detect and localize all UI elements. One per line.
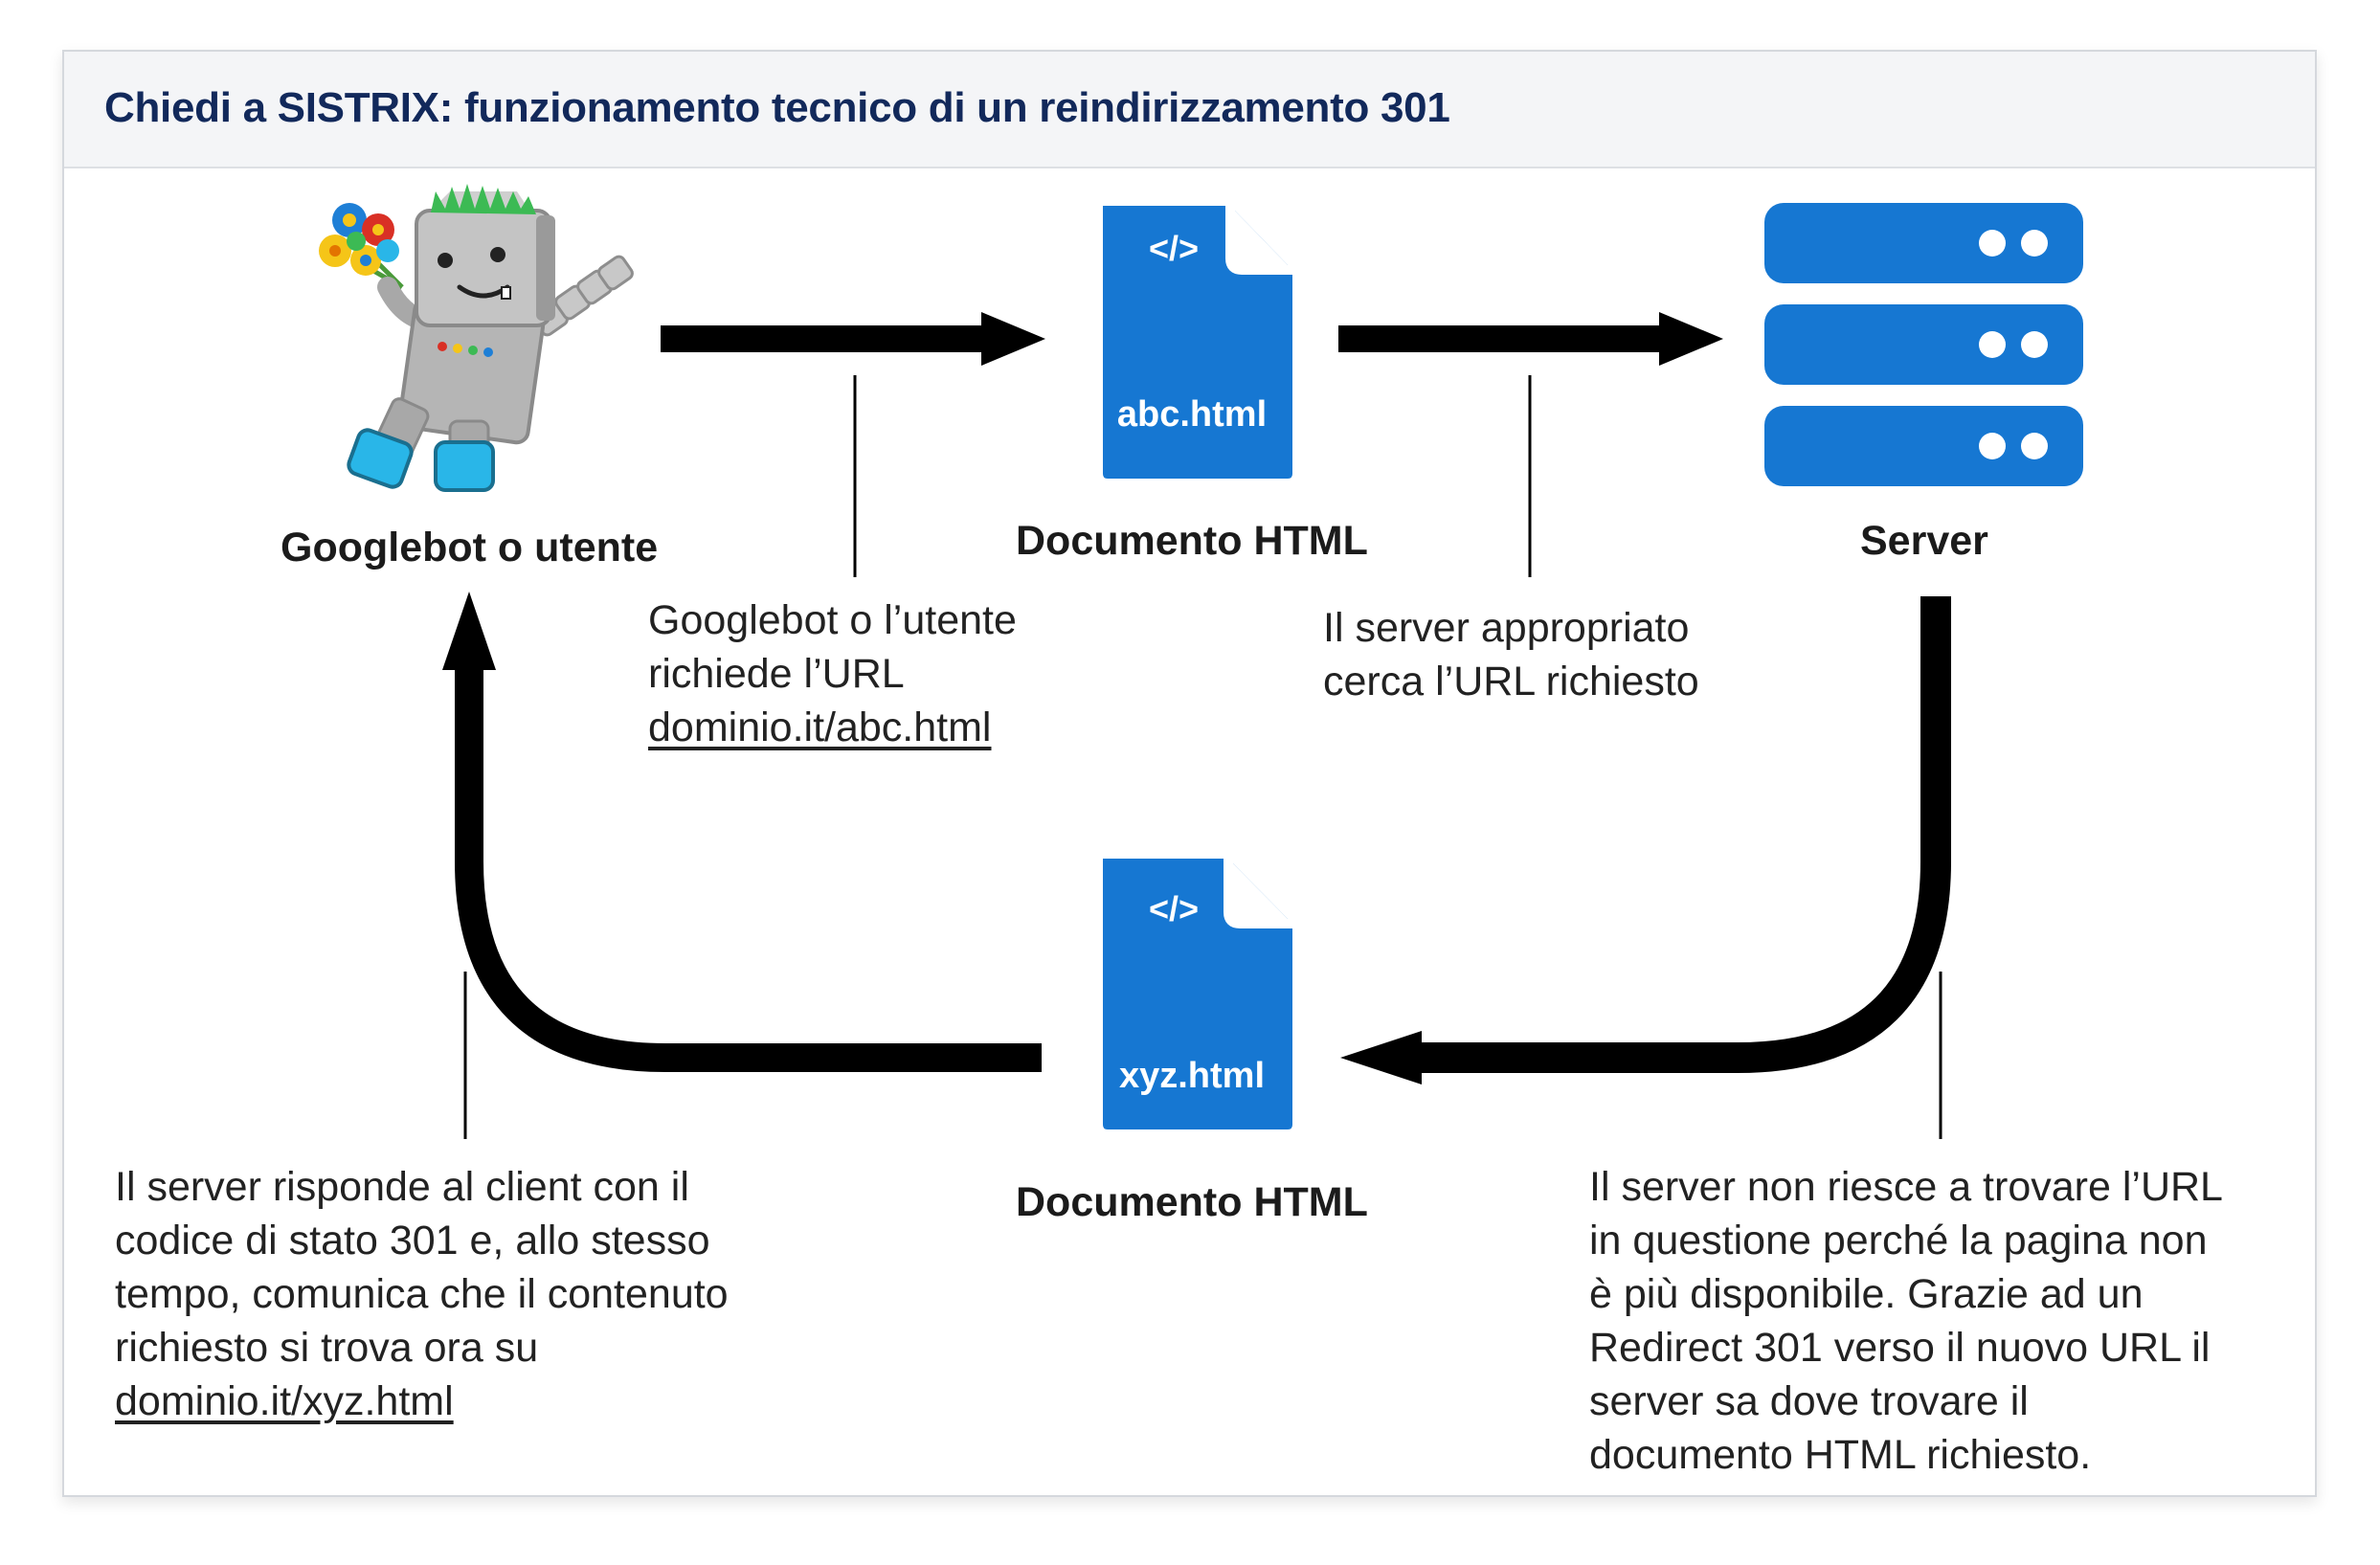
- desc-response-line: codice di stato 301 e, allo stesso: [115, 1218, 710, 1263]
- html-file-icon: [1103, 206, 1292, 479]
- desc-not-found-line: Il server non riesce a trovare l’URL: [1589, 1164, 2223, 1210]
- server-rack-icon: [1764, 203, 2083, 486]
- desc-request-line: richiede l’URL: [648, 651, 905, 697]
- desc-response: Il server risponde al client con il codi…: [115, 1160, 729, 1428]
- desc-response-line: richiesto si trova ora su: [115, 1325, 539, 1371]
- code-symbol-bottom: </>: [1149, 889, 1199, 928]
- card-title: Chiedi a SISTRIX: funzionamento tecnico …: [104, 84, 1450, 131]
- arrow-lookup: [1338, 312, 1723, 366]
- googlebot-robot-icon: [319, 184, 634, 492]
- desc-not-found: Il server non riesce a trovare l’URL in …: [1589, 1160, 2223, 1482]
- desc-not-found-line: documento HTML richiesto.: [1589, 1432, 2092, 1478]
- label-doc-top: Documento HTML: [1016, 518, 1368, 564]
- desc-response-line: tempo, comunica che il contenuto: [115, 1271, 729, 1317]
- desc-lookup-line: Il server appropriato: [1323, 605, 1690, 651]
- url-abc-link: dominio.it/abc.html: [648, 704, 992, 750]
- label-doc-bottom: Documento HTML: [1016, 1179, 1368, 1225]
- desc-not-found-line: server sa dove trovare il: [1589, 1378, 2029, 1424]
- desc-not-found-line: Redirect 301 verso il nuovo URL il: [1589, 1325, 2211, 1371]
- arrow-request: [661, 312, 1045, 366]
- arrow-server-to-doc: [1340, 596, 1951, 1084]
- card-header: Chiedi a SISTRIX: funzionamento tecnico …: [64, 52, 2315, 168]
- label-googlebot: Googlebot o utente: [281, 525, 659, 570]
- desc-request-line: Googlebot o l’utente: [648, 597, 1017, 643]
- html-file-icon-bottom: [1103, 859, 1292, 1129]
- desc-request: Googlebot o l’utente richiede l’URL domi…: [648, 593, 1017, 754]
- url-xyz-link: dominio.it/xyz.html: [115, 1378, 454, 1424]
- arrow-doc-to-googlebot: [442, 592, 1042, 1072]
- flower-bouquet-icon: [319, 203, 404, 290]
- desc-lookup: Il server appropriato cerca l’URL richie…: [1323, 601, 1699, 708]
- desc-response-line: Il server risponde al client con il: [115, 1164, 689, 1210]
- desc-not-found-line: è più disponibile. Grazie ad un: [1589, 1271, 2144, 1317]
- label-server: Server: [1860, 518, 1988, 564]
- file-name-xyz: xyz.html: [1119, 1056, 1265, 1096]
- code-symbol: </>: [1149, 229, 1199, 268]
- file-name-abc: abc.html: [1117, 394, 1267, 435]
- desc-lookup-line: cerca l’URL richiesto: [1323, 659, 1699, 704]
- desc-not-found-line: in questione perché la pagina non: [1589, 1218, 2208, 1263]
